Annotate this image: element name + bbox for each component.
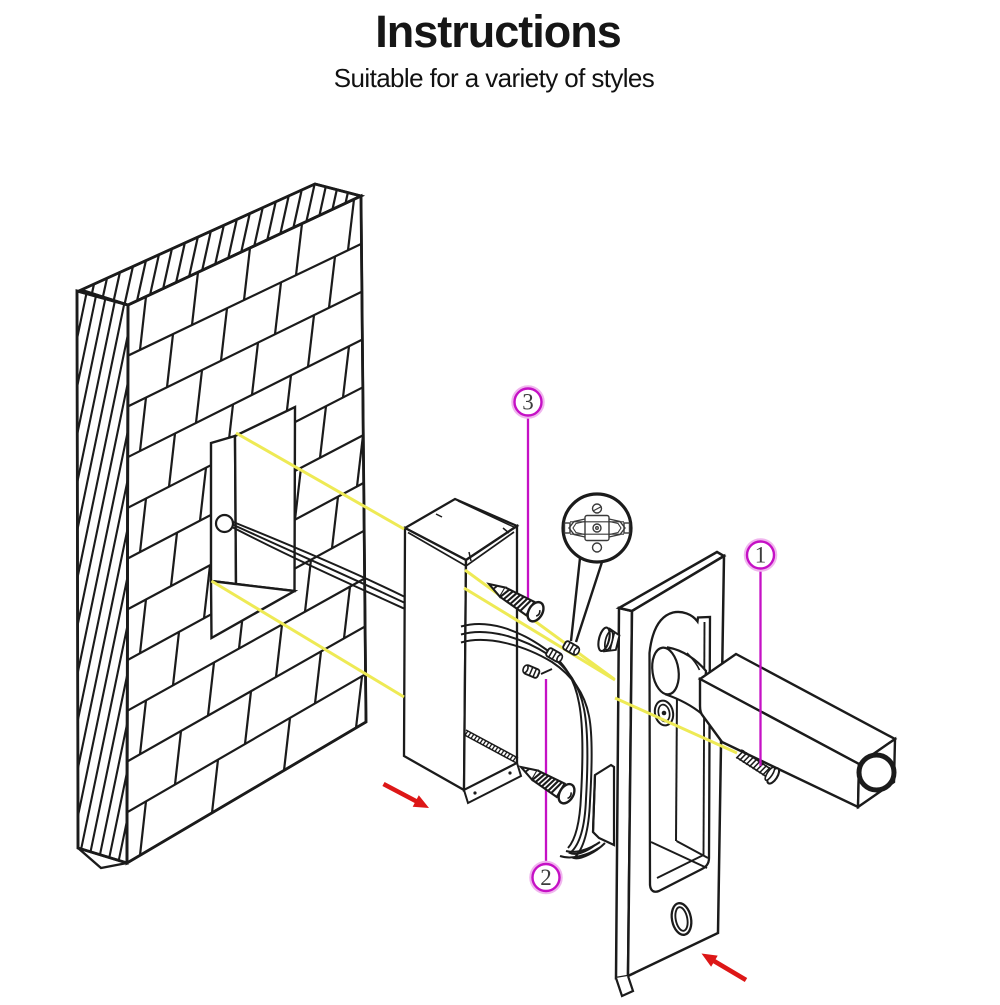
svg-text:Instructions: Instructions [375,6,621,57]
svg-text:1: 1 [755,543,767,568]
svg-text:3: 3 [522,390,534,415]
svg-text:2: 2 [540,865,552,890]
svg-text:Suitable for a variety of styl: Suitable for a variety of styles [334,63,655,93]
